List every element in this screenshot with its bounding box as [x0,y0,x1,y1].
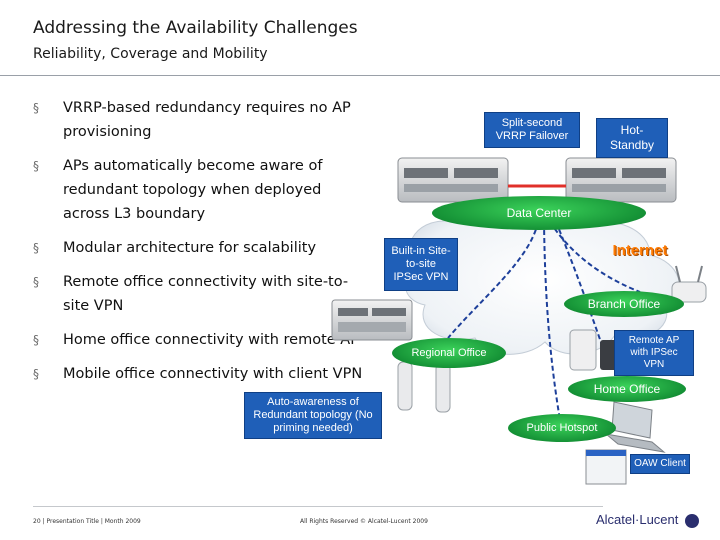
bullet-text: APs automatically become aware of redund… [63,158,323,222]
bullet-text: VRRP-based redundancy requires no AP pro… [63,100,351,140]
logo-icon [685,513,700,528]
remote-access-point [569,329,597,371]
bullet-text: Remote office connectivity with site-to-… [63,274,349,314]
logo-text: Alcatel·Lucent [596,512,679,527]
client-vpn-window [585,449,627,485]
bullet-item: § VRRP-based redundancy requires no AP pr… [33,96,363,144]
public-hotspot-label: Public Hotspot [526,422,598,434]
regional-office-label: Regional Office [411,347,487,359]
access-point [397,361,413,411]
controller-switch-standby [565,157,677,203]
home-office-node: Home Office [568,376,686,402]
data-center-label: Data Center [506,206,572,220]
bullet-text: Home office connectivity with remote AP [63,332,359,348]
alcatel-lucent-logo: Alcatel·Lucent [596,512,700,528]
branch-office-label: Branch Office [587,297,661,311]
bullet-item: § Modular architecture for scalability [33,236,363,260]
slide-title: Addressing the Availability Challenges [33,18,358,38]
bullet-list: § VRRP-based redundancy requires no AP pr… [33,96,363,396]
controller-switch-primary [397,157,509,203]
branch-office-node: Branch Office [564,291,684,317]
footer-divider [33,506,603,507]
builtin-vpn-label: Built-in Site-to-site IPSec VPN [384,238,458,291]
regional-office-switch [331,299,413,341]
access-point [435,363,451,413]
auto-awareness-label: Auto-awareness of Redundant topology (No… [244,392,382,439]
bullet-icon: § [33,241,39,255]
public-hotspot-node: Public Hotspot [508,414,616,442]
bullet-text: Modular architecture for scalability [63,240,317,256]
branch-access-point [671,265,707,303]
bullet-text: Mobile office connectivity with client V… [63,366,363,382]
bullet-icon: § [33,275,39,289]
remote-ap-label: Remote AP with IPSec VPN [614,330,694,376]
home-office-label: Home Office [593,382,661,396]
slide-subtitle: Reliability, Coverage and Mobility [33,46,268,62]
bullet-icon: § [33,101,39,115]
title-divider [0,75,720,76]
footer-page-info: 20 | Presentation Title | Month 2009 [33,518,141,525]
bullet-icon: § [33,159,39,173]
oaw-client-label: OAW Client [630,454,690,474]
regional-office-node: Regional Office [392,338,506,368]
split-second-label: Split-second VRRP Failover [484,112,580,148]
bullet-item: § Home office connectivity with remote AP [33,328,363,352]
bullet-icon: § [33,333,39,347]
bullet-item: § Mobile office connectivity with client … [33,362,363,386]
data-center-node: Data Center [432,196,646,230]
bullet-icon: § [33,367,39,381]
internet-label: Internet [612,242,668,259]
footer-copyright: All Rights Reserved © Alcatel-Lucent 200… [300,518,428,525]
laptop [604,401,666,453]
bullet-item: § Remote office connectivity with site-to… [33,270,363,318]
hot-standby-label: Hot-Standby [596,118,668,158]
bullet-item: § APs automatically become aware of redun… [33,154,363,226]
